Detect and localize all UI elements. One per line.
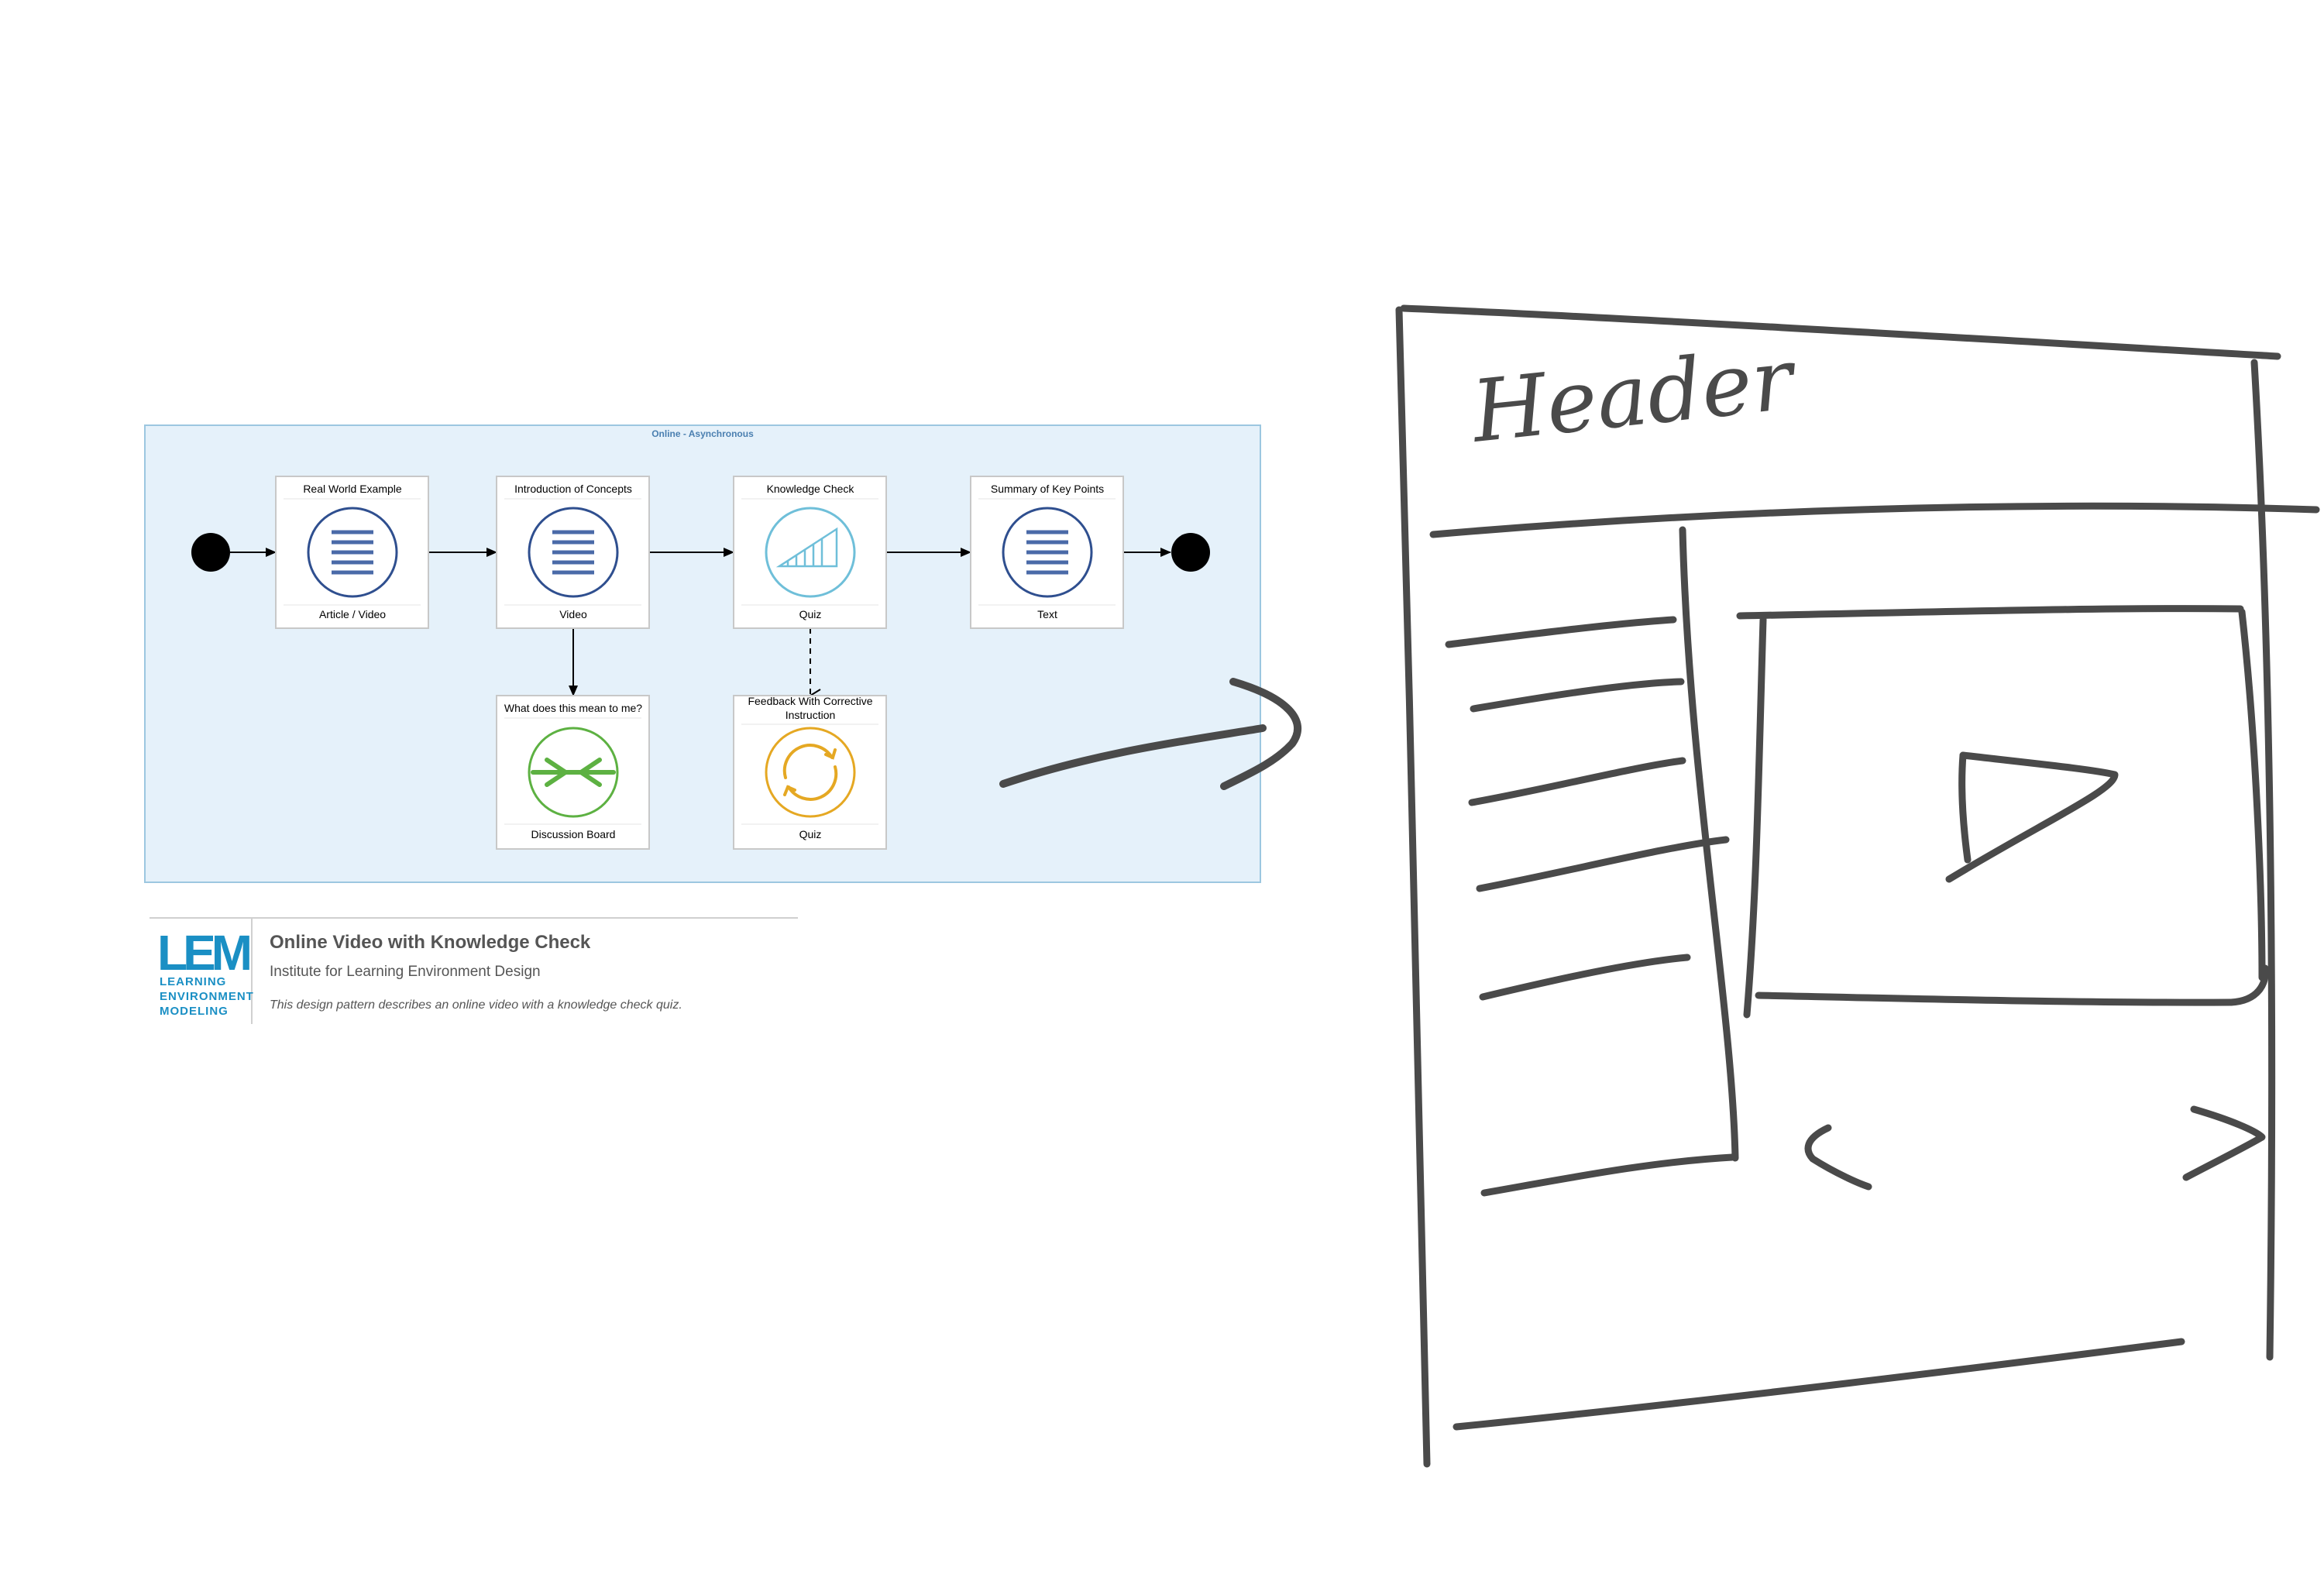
- list-icon: [1002, 507, 1093, 598]
- connectors: [230, 548, 1171, 703]
- node-title: What does this mean to me?: [504, 702, 642, 714]
- node-title: Knowledge Check: [767, 483, 855, 495]
- cycle-arrows-icon: [765, 727, 856, 818]
- node-what-does-this-mean[interactable]: What does this mean to me? Discussion Bo…: [496, 695, 650, 850]
- sketch-arrow: [999, 678, 1302, 790]
- list-icon: [307, 507, 398, 598]
- sketch-header-label: Header: [1466, 329, 1802, 462]
- logo-word-3: MODELING: [160, 1005, 229, 1018]
- node-introduction-of-concepts[interactable]: Introduction of Concepts Video: [496, 476, 650, 629]
- pattern-description: This design pattern describes an online …: [270, 998, 682, 1012]
- node-summary-of-key-points[interactable]: Summary of Key Points Text: [970, 476, 1124, 629]
- node-title-line1: Feedback With Corrective: [748, 695, 872, 707]
- node-title: Introduction of Concepts: [514, 483, 632, 495]
- node-title: Real World Example: [303, 483, 402, 495]
- start-node[interactable]: [191, 533, 230, 572]
- node-subtitle: Quiz: [799, 608, 822, 620]
- node-feedback-corrective-instruction[interactable]: Feedback With Corrective Instruction Qui…: [733, 695, 887, 850]
- converge-arrows-icon: [528, 727, 619, 818]
- pattern-org: Institute for Learning Environment Desig…: [270, 964, 541, 980]
- pattern-title: Online Video with Knowledge Check: [270, 932, 591, 953]
- node-title: Summary of Key Points: [991, 483, 1104, 495]
- node-subtitle: Quiz: [799, 828, 822, 840]
- pattern-card: LEM LEARNING ENVIRONMENT MODELING Online…: [150, 917, 798, 1024]
- node-knowledge-check[interactable]: Knowledge Check Quiz: [733, 476, 887, 629]
- lem-logo: LEM LEARNING ENVIRONMENT MODELING: [157, 925, 255, 1018]
- wireframe-sketch: [1395, 304, 2320, 1468]
- node-title-line2: Instruction: [786, 709, 836, 721]
- logo-word-2: ENVIRONMENT: [160, 990, 254, 1003]
- logo-mark: LEM: [157, 925, 250, 981]
- lane-title: Online - Asynchronous: [651, 428, 754, 439]
- list-icon: [528, 507, 619, 598]
- bar-chart-icon: [765, 507, 856, 598]
- node-subtitle: Discussion Board: [531, 828, 616, 840]
- node-subtitle: Video: [559, 608, 587, 620]
- end-node[interactable]: [1171, 533, 1210, 572]
- node-real-world-example[interactable]: Real World Example Article / Video: [275, 476, 429, 629]
- node-subtitle: Article / Video: [319, 608, 386, 620]
- logo-word-1: LEARNING: [160, 975, 226, 988]
- node-subtitle: Text: [1037, 608, 1057, 620]
